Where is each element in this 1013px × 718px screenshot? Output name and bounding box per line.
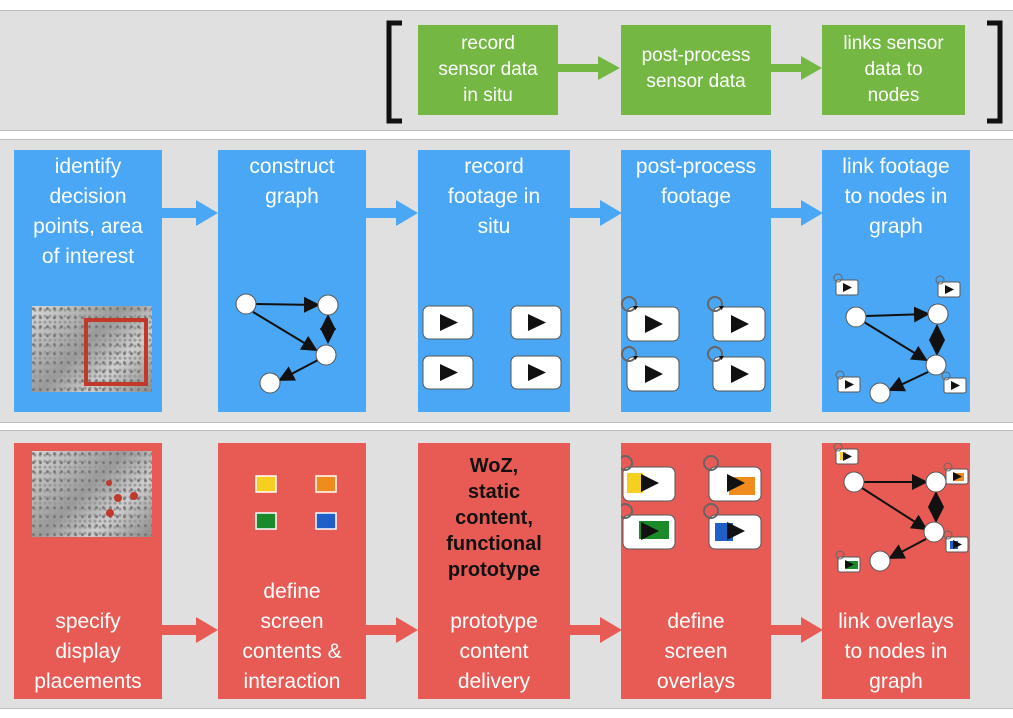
step-record-sensor-data: record sensor data in situ (418, 25, 558, 115)
play-icon (935, 275, 961, 298)
graph-icon (833, 273, 967, 404)
color-swatch-icon (255, 475, 337, 530)
right-bracket-icon (987, 20, 1003, 124)
play-icon (943, 530, 969, 553)
play-icon (422, 305, 474, 340)
arrow-icon (366, 200, 418, 226)
display-placement-markers (106, 480, 138, 517)
step-label: construct graph (249, 155, 335, 208)
play-icon (835, 550, 861, 573)
step-label: specify display placements (34, 610, 142, 693)
step-label: define screen overlays (656, 610, 736, 693)
area-of-interest-rectangle (84, 318, 148, 386)
arrow-icon (771, 56, 822, 80)
play-icon (943, 462, 969, 485)
play-icon (703, 503, 762, 550)
video-clips-group (422, 305, 562, 390)
prototype-types-label: WoZ, static content, functional prototyp… (446, 455, 542, 581)
step-identify-decision-points: identify decision points, area of intere… (14, 150, 162, 412)
play-icon (703, 455, 762, 502)
step-prototype-content-delivery: WoZ, static content, functional prototyp… (418, 443, 570, 699)
play-icon (621, 346, 680, 392)
play-icon (621, 503, 676, 550)
play-icon (621, 296, 680, 342)
step-label: post-process footage (635, 155, 757, 208)
step-specify-display-placements: specify display placements (14, 443, 162, 699)
arrow-icon (366, 617, 418, 643)
step-post-process-sensor-data: post-process sensor data (621, 25, 771, 115)
play-icon (833, 273, 859, 296)
step-label: record footage in situ (447, 155, 541, 238)
step-post-process-footage: post-process footage (621, 150, 771, 412)
step-define-screen-overlays: define screen overlays (621, 443, 771, 699)
step-label: link overlays to nodes in graph (838, 610, 954, 693)
step-link-sensor-data: links sensor data to nodes (822, 25, 965, 115)
arrow-icon (771, 617, 823, 643)
step-link-footage: link footage to nodes in graph (822, 150, 970, 412)
play-icon (941, 371, 967, 394)
step-label: identify decision points, area of intere… (33, 155, 143, 268)
graph-icon (833, 443, 969, 573)
arrow-icon (558, 56, 620, 80)
step-define-screen-contents: define screen contents & interaction (218, 443, 366, 699)
left-bracket-icon (386, 20, 402, 124)
step-construct-graph: construct graph (218, 150, 366, 412)
processed-clips-group (621, 296, 766, 392)
arrow-icon (570, 617, 622, 643)
step-label: define screen contents & interaction (242, 580, 342, 693)
step-link-overlays: link overlays to nodes in graph (822, 443, 970, 699)
step-label: prototype content delivery (450, 610, 538, 693)
overlay-clips-group (621, 455, 762, 550)
arrow-icon (162, 200, 218, 226)
play-icon (621, 455, 676, 502)
step-record-footage: record footage in situ (418, 150, 570, 412)
step-label: links sensor data to nodes (843, 33, 944, 106)
play-icon (707, 296, 766, 342)
play-icon (422, 355, 474, 390)
play-icon (510, 305, 562, 340)
step-label: link footage to nodes in graph (842, 155, 950, 238)
step-label: post-process sensor data (641, 45, 751, 92)
arrow-icon (162, 617, 218, 643)
play-icon (707, 346, 766, 392)
step-label: record sensor data in situ (438, 33, 538, 106)
play-icon (833, 443, 859, 465)
play-icon (510, 355, 562, 390)
arrow-icon (771, 200, 823, 226)
arrow-icon (570, 200, 622, 226)
play-icon (835, 370, 861, 393)
graph-icon (235, 293, 339, 394)
